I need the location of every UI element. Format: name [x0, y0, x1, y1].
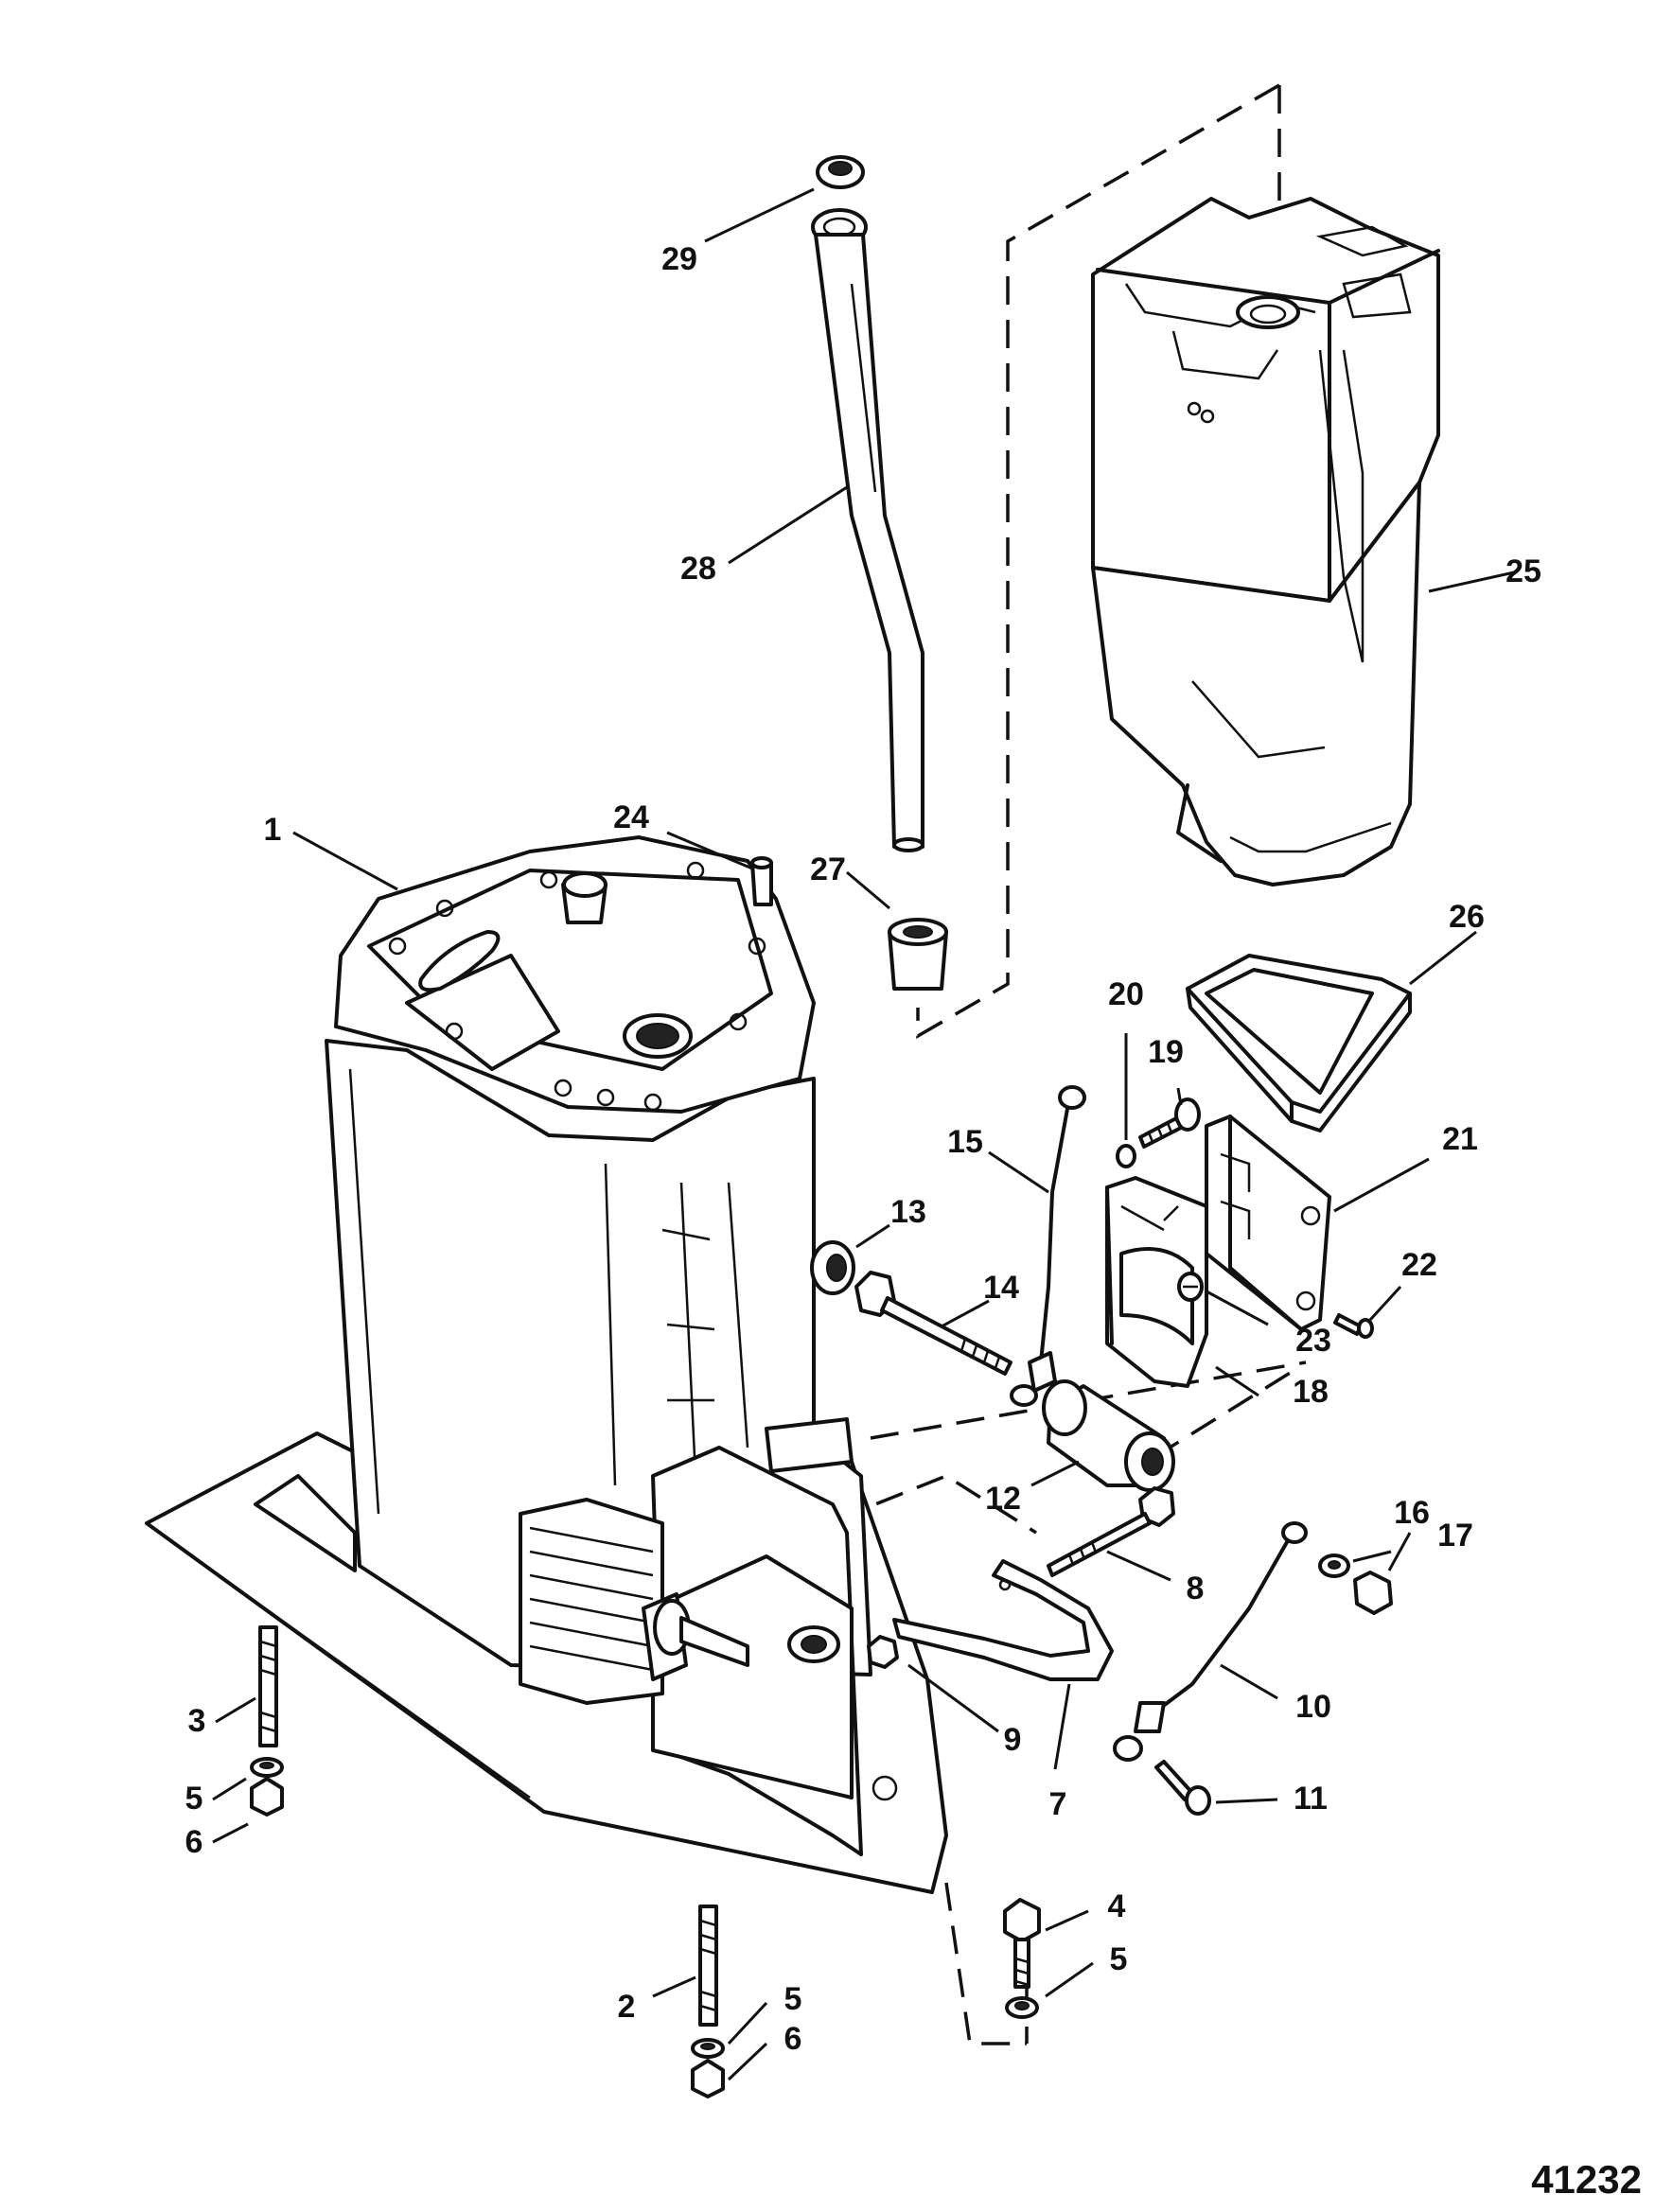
- callout-12: 12: [985, 1481, 1021, 1517]
- part-25-exhaust-housing: [1091, 197, 1440, 887]
- callout-5a: 5: [185, 1781, 203, 1817]
- part-22-screw: [1333, 1313, 1374, 1339]
- callout-1: 1: [264, 812, 282, 848]
- part-11-screw: [1154, 1760, 1211, 1816]
- callout-22: 22: [1401, 1247, 1437, 1283]
- callout-15: 15: [947, 1124, 983, 1160]
- part-10-ground-strap: [1113, 1521, 1308, 1762]
- callout-28: 28: [680, 551, 716, 587]
- part-20-washer: [1116, 1144, 1136, 1168]
- callout-17: 17: [1437, 1518, 1473, 1554]
- part-1-driveshaft-housing: [145, 835, 948, 1894]
- part-13-washer: [810, 1240, 855, 1295]
- part-5-washer-b: [691, 2038, 725, 2059]
- callout-27: 27: [810, 851, 846, 887]
- callout-6a: 6: [185, 1824, 203, 1860]
- callout-14: 14: [983, 1270, 1019, 1306]
- part-26-seal: [1186, 954, 1412, 1132]
- part-27-grommet: [888, 918, 948, 991]
- part-12-rubber-mount: [1042, 1379, 1175, 1492]
- callout-11: 11: [1294, 1781, 1328, 1817]
- callout-3: 3: [188, 1703, 206, 1739]
- callout-9: 9: [1004, 1722, 1022, 1758]
- callout-26: 26: [1449, 899, 1485, 935]
- part-19-screw: [1138, 1097, 1201, 1149]
- callout-29: 29: [661, 241, 697, 277]
- part-24-dowel-pin: [750, 856, 773, 906]
- part-21-mount-cover: [1205, 1115, 1331, 1331]
- callout-2: 2: [618, 1989, 636, 2025]
- callout-19: 19: [1148, 1034, 1184, 1070]
- callout-10: 10: [1295, 1689, 1331, 1725]
- part-5-washer-c: [1005, 1996, 1039, 2019]
- part-2-stud: [698, 1905, 718, 2027]
- part-29-grommet: [816, 155, 865, 189]
- callout-16: 16: [1394, 1495, 1430, 1531]
- part-4-bolt: [1003, 1898, 1041, 1989]
- part-23-screw: [1177, 1272, 1204, 1302]
- callout-25: 25: [1505, 553, 1541, 589]
- part-28-water-tube: [811, 208, 924, 852]
- part-15-ground-strap: [1010, 1085, 1086, 1407]
- callout-23: 23: [1295, 1323, 1331, 1359]
- callout-20: 20: [1108, 976, 1144, 1012]
- figure-number: 41232: [1531, 2157, 1642, 2202]
- part-16-washer: [1318, 1554, 1350, 1578]
- part-14-bolt: [854, 1271, 1012, 1376]
- callout-7: 7: [1049, 1786, 1067, 1822]
- part-9-nut: [867, 1635, 899, 1669]
- callout-4: 4: [1108, 1888, 1126, 1924]
- callout-21: 21: [1442, 1121, 1478, 1157]
- part-5-washer-a: [250, 1757, 284, 1778]
- part-7-bracket: [892, 1559, 1114, 1681]
- part-8-bolt: [1047, 1486, 1175, 1577]
- callout-5b: 5: [784, 1981, 802, 2017]
- part-6-nut-a: [250, 1777, 284, 1817]
- callout-13: 13: [890, 1194, 926, 1230]
- part-6-nut-b: [691, 2059, 725, 2098]
- part-17-nut: [1353, 1571, 1393, 1615]
- callout-8: 8: [1187, 1571, 1205, 1606]
- callout-5c: 5: [1110, 1941, 1128, 1977]
- callout-6b: 6: [784, 2021, 802, 2057]
- callout-24: 24: [613, 799, 649, 835]
- callout-18: 18: [1293, 1374, 1329, 1410]
- part-18-mount-cradle: [1105, 1176, 1208, 1388]
- callout-labels: 1 2 3 4 5 5 5 6 6 7 8 9 10 11 12 13 14 1…: [185, 241, 1541, 2057]
- leader-lines: [212, 187, 1515, 2081]
- part-3-stud: [258, 1625, 278, 1747]
